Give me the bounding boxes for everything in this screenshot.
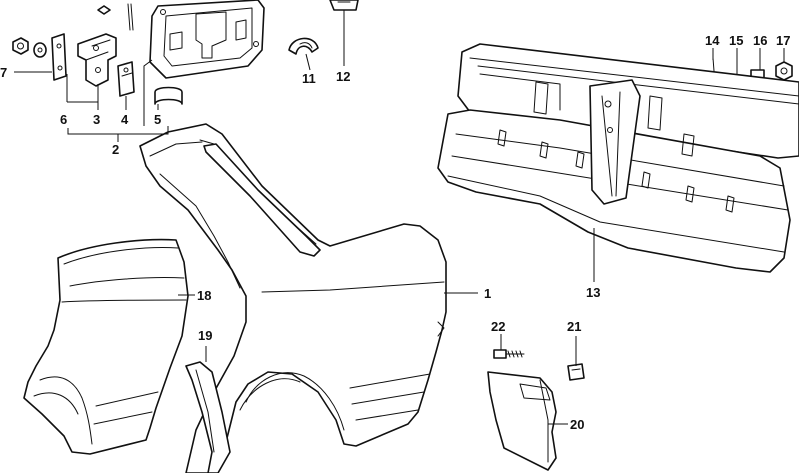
callout-11: 11: [302, 71, 316, 86]
callout-19: 19: [198, 328, 212, 343]
part-group-bracket-12: [329, 0, 359, 11]
part-group-quarter-panel: [139, 123, 447, 473]
callout-20: 20: [570, 417, 584, 432]
clip-part: [154, 86, 183, 105]
callout-16: 16: [753, 33, 767, 48]
callout-18: 18: [197, 288, 211, 303]
callout-14: 14: [705, 33, 720, 48]
callout-15: 15: [729, 33, 743, 48]
bolt-part: [127, 3, 134, 31]
nut-17-part: [775, 61, 793, 81]
clip-21-part: [567, 363, 585, 381]
part-group-hinge-brackets: [12, 3, 183, 105]
callout-2: 2: [112, 142, 119, 157]
callout-5: 5: [154, 112, 161, 127]
callout-3: 3: [93, 112, 100, 127]
part-group-door-panel: [23, 238, 189, 455]
callout-17: 17: [776, 33, 790, 48]
part-group-filler-housing: [149, 0, 265, 79]
hinge-plate-part: [51, 33, 67, 81]
hinge-bracket-part: [117, 61, 135, 97]
callout-13: 13: [586, 285, 600, 300]
part-group-mud-flap: [487, 371, 557, 471]
callout-4: 4: [121, 112, 129, 127]
callout-12: 12: [336, 69, 350, 84]
washer-part: [33, 42, 47, 58]
callout-22: 22: [491, 319, 505, 334]
hinge-body-part: [77, 5, 117, 87]
callout-1: 1: [484, 286, 491, 301]
leader-lines: [14, 10, 785, 425]
screw-22-part: [493, 349, 525, 359]
callout-21: 21: [567, 319, 581, 334]
callout-6: 6: [60, 112, 67, 127]
part-group-strip: [185, 361, 231, 473]
part-group-cap: [288, 37, 319, 55]
part-group-rear-panel: [437, 43, 799, 273]
callout-labels: 7 6 3 4 5 2 11 12 14 15 16 17 13 1 18 19…: [0, 33, 790, 432]
nut-part: [12, 37, 29, 55]
callout-7: 7: [0, 65, 7, 80]
